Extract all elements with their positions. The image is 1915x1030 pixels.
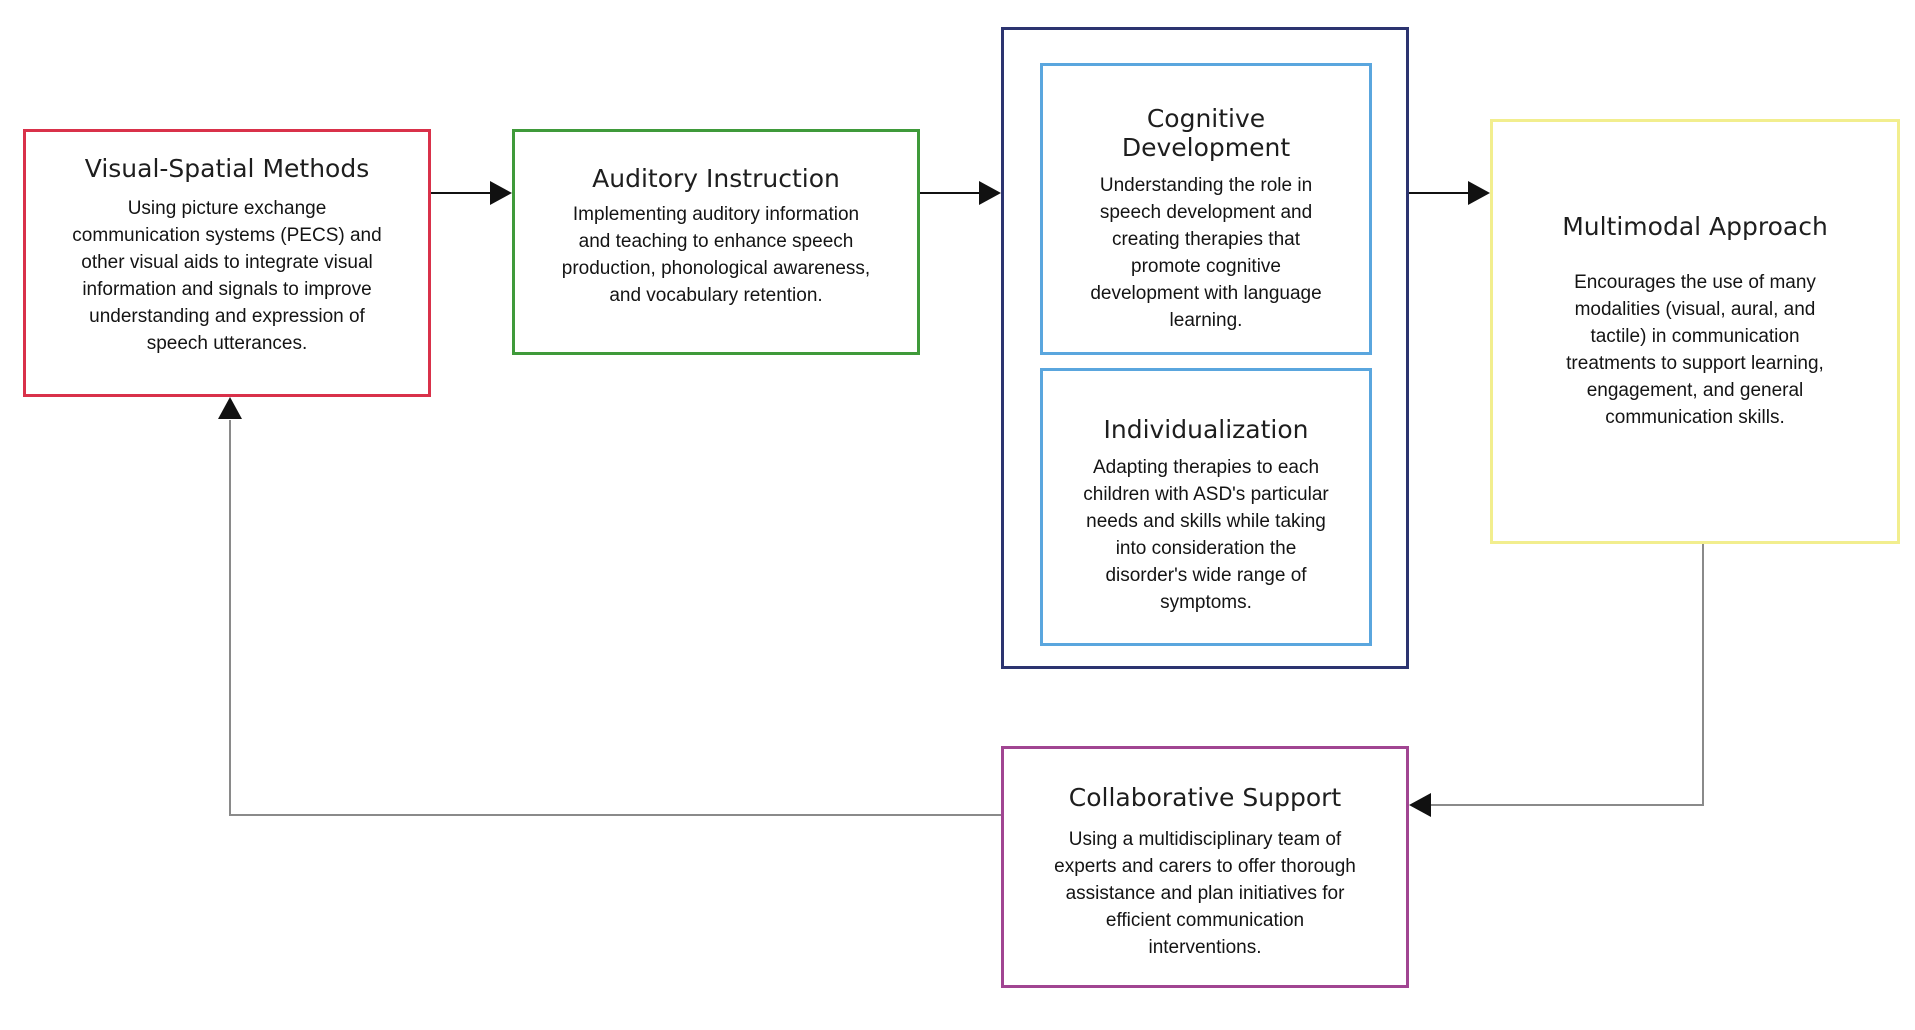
- node-title: Auditory Instruction: [592, 164, 840, 193]
- node-description: Using a multidisciplinary team of expert…: [1054, 829, 1356, 958]
- node-title: Cognitive Development: [1121, 104, 1291, 162]
- group-cognitive-individualization: [1001, 27, 1409, 669]
- node-cognitive-development: Cognitive Development Understanding the …: [1040, 63, 1372, 355]
- arrow-head-right-icon: [490, 181, 512, 205]
- edge-collaborative-to-visual: [218, 397, 1001, 816]
- node-description: Using picture exchange communication sys…: [72, 198, 382, 354]
- node-visual-spatial-methods: Visual-Spatial Methods Using picture exc…: [23, 129, 431, 397]
- arrow-head-right-icon: [1468, 181, 1490, 205]
- node-individualization: Individualization Adapting therapies to …: [1040, 368, 1372, 646]
- node-description: Implementing auditory information and te…: [561, 204, 871, 306]
- edge-group-to-multimodal: [1409, 181, 1490, 205]
- node-title: Multimodal Approach: [1562, 212, 1828, 241]
- node-auditory-instruction: Auditory Instruction Implementing audito…: [512, 129, 920, 355]
- edge-visual-to-auditory: [431, 181, 512, 205]
- edge-line: [1430, 544, 1704, 806]
- node-description: Encourages the use of many modalities (v…: [1566, 272, 1824, 428]
- node-multimodal-approach: Multimodal Approach Encourages the use o…: [1490, 119, 1900, 544]
- node-collaborative-support: Collaborative Support Using a multidisci…: [1001, 746, 1409, 988]
- arrow-head-right-icon: [979, 181, 1001, 205]
- arrow-head-left-icon: [1409, 793, 1431, 817]
- node-description: Adapting therapies to each children with…: [1083, 457, 1329, 613]
- node-title: Individualization: [1103, 415, 1309, 444]
- node-description: Understanding the role in speech develop…: [1090, 175, 1322, 331]
- edge-auditory-to-group: [920, 181, 1001, 205]
- node-title: Collaborative Support: [1068, 783, 1342, 812]
- arrow-head-up-icon: [218, 397, 242, 419]
- edge-line: [229, 420, 1001, 816]
- node-title: Visual-Spatial Methods: [84, 154, 370, 183]
- edge-multimodal-to-collaborative: [1409, 544, 1704, 817]
